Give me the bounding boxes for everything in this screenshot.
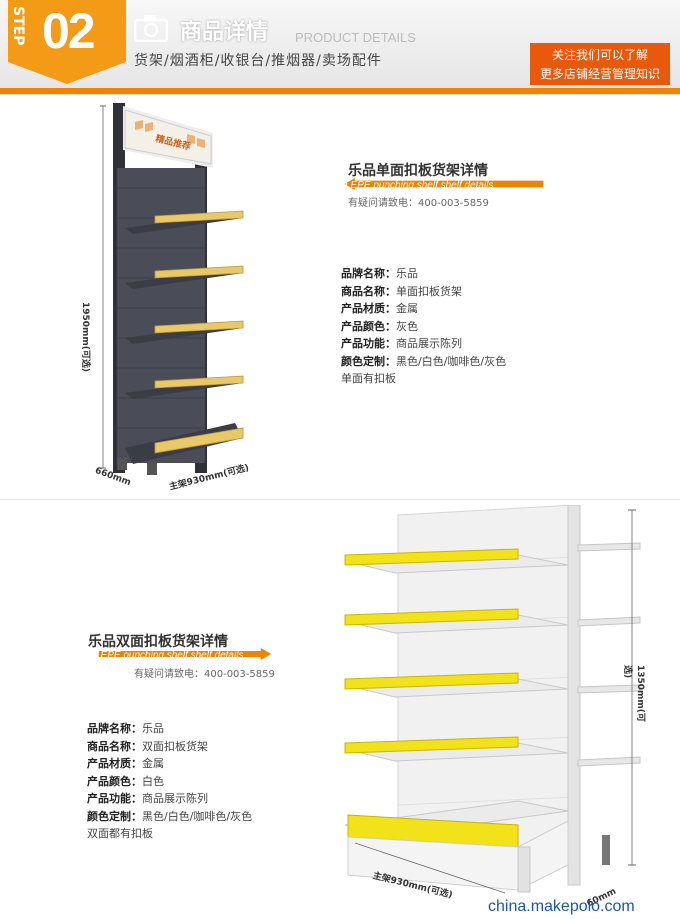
spec-row: 产品材质：金属 [87, 757, 164, 770]
follow-line-1: 关注我们可以了解 [551, 48, 648, 62]
spec-row: 品牌名称：乐品 [341, 267, 418, 280]
follow-line-2: 更多店铺经营管理知识 [539, 67, 660, 81]
page-title: 商品详情 [180, 20, 269, 45]
spec-row: 颜色定制：黑色/白色/咖啡色/灰色 [341, 354, 507, 368]
double-arrow [98, 648, 272, 660]
double-shelf-specs: 品牌名称：乐品 商品名称：双面扣板货架 产品材质：金属 产品颜色：白色 产品功能… [87, 720, 252, 843]
spec-row: 产品功能：商品展示陈列 [341, 337, 462, 350]
spec-row: 颜色定制：黑色/白色/咖啡色/灰色 [87, 809, 253, 823]
single-arrow [344, 178, 544, 190]
double-shelf-title: 乐品双面扣板货架详情 [88, 634, 228, 650]
page-title-en: PRODUCT DETAILS [295, 30, 416, 45]
single-shelf-image: 精品推荐 [100, 103, 244, 475]
category-list: 货架/烟酒柜/收银台/推烟器/卖场配件 [134, 53, 382, 69]
spec-row: 产品颜色：灰色 [341, 319, 418, 333]
step-label: STEP [10, 6, 26, 46]
spec-row: 产品功能：商品展示陈列 [87, 792, 208, 805]
double-height-dim: 1350mm(可选) [622, 665, 645, 722]
spec-row: 商品名称：单面扣板货架 [341, 284, 462, 298]
follow-button[interactable]: 关注我们可以了解 更多店铺经营管理知识 [530, 43, 670, 85]
spec-row: 产品材质：金属 [341, 302, 418, 315]
single-shelf-title: 乐品单面扣板货架详情 [348, 163, 488, 179]
single-height-dim: 1950mm(可选) [80, 302, 90, 373]
spec-row: 品牌名称：乐品 [87, 722, 164, 735]
camera-icon [134, 15, 168, 42]
double-shelf-image [344, 505, 641, 894]
double-shelf-hotline: 有疑问请致电：400-003-5859 [134, 669, 275, 680]
single-shelf-subtitle-en: LEPE punching shelf shelf details [345, 180, 494, 191]
watermark: china.makepolo.com [488, 898, 635, 915]
step-badge [8, 0, 126, 62]
section-divider [0, 499, 680, 500]
spec-note: 双面都有扣板 [87, 827, 153, 840]
single-shelf-hotline: 有疑问请致电：400-003-5859 [348, 198, 489, 209]
double-shelf-subtitle-en: LEPE punching shelf shelf details [95, 650, 244, 661]
header-banner: STEP 02 商品详情 PRODUCT DETAILS 货架/烟酒柜/收银台/… [0, 0, 680, 95]
spec-note: 单面有扣板 [341, 372, 396, 385]
step-number: 02 [42, 3, 96, 59]
single-shelf-specs: 品牌名称：乐品 商品名称：单面扣板货架 产品材质：金属 产品颜色：灰色 产品功能… [341, 265, 506, 388]
spec-row: 商品名称：双面扣板货架 [87, 739, 208, 753]
header-accent-bar [0, 88, 680, 94]
spec-row: 产品颜色：白色 [87, 774, 164, 788]
step-badge-tip [8, 62, 126, 84]
